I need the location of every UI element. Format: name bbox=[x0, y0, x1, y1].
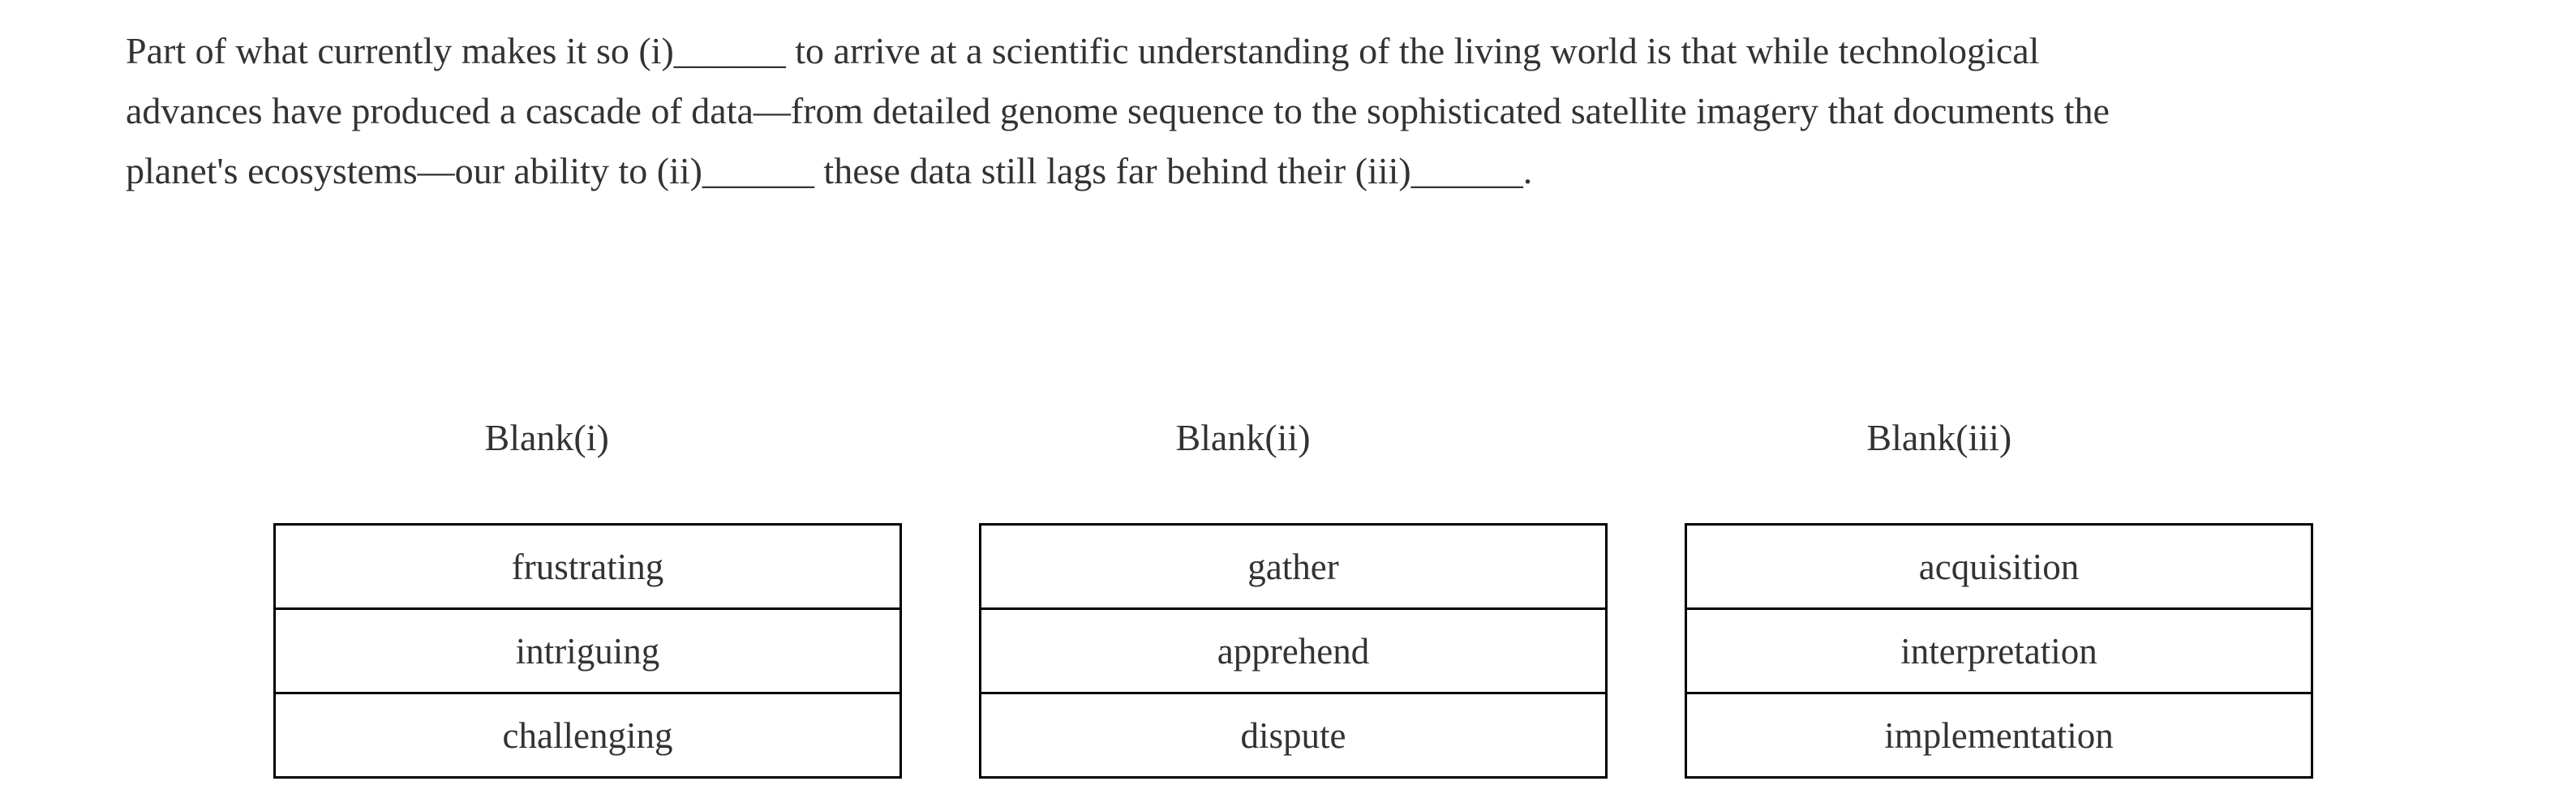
blank-ii-option-3[interactable]: dispute bbox=[979, 692, 1608, 779]
blank-iii-option-1[interactable]: acquisition bbox=[1685, 523, 2313, 610]
blank-iii-option-2[interactable]: interpretation bbox=[1685, 607, 2313, 694]
table-row: apprehend bbox=[979, 607, 1608, 694]
blank-iii-option-3[interactable]: implementation bbox=[1685, 692, 2313, 779]
blank-i-options-table: frustrating intriguing challenging bbox=[273, 523, 902, 779]
table-row: gather bbox=[979, 523, 1608, 610]
blank-i-label: Blank(i) bbox=[484, 417, 609, 458]
table-row: implementation bbox=[1685, 692, 2313, 779]
blank-ii-option-2[interactable]: apprehend bbox=[979, 607, 1608, 694]
table-row: challenging bbox=[273, 692, 902, 779]
blank-i-option-1[interactable]: frustrating bbox=[273, 523, 902, 610]
passage-line-3: planet's ecosystems—our ability to (ii)_… bbox=[126, 150, 1533, 191]
blank-ii-options-table: gather apprehend dispute bbox=[979, 523, 1608, 779]
table-row: acquisition bbox=[1685, 523, 2313, 610]
passage-line-2: advances have produced a cascade of data… bbox=[126, 90, 2110, 131]
table-row: intriguing bbox=[273, 607, 902, 694]
blank-ii-option-1[interactable]: gather bbox=[979, 523, 1608, 610]
blank-i-option-2[interactable]: intriguing bbox=[273, 607, 902, 694]
blank-headers-row: Blank(i) Blank(ii) Blank(iii) bbox=[199, 417, 2287, 460]
blank-ii-label: Blank(ii) bbox=[1175, 417, 1311, 458]
table-row: interpretation bbox=[1685, 607, 2313, 694]
blank-iii-label: Blank(iii) bbox=[1866, 417, 2012, 458]
passage-line-1: Part of what currently makes it so (i)__… bbox=[126, 30, 2040, 71]
blank-iii-options-table: acquisition interpretation implementatio… bbox=[1685, 523, 2313, 779]
blank-i-option-3[interactable]: challenging bbox=[273, 692, 902, 779]
table-row: dispute bbox=[979, 692, 1608, 779]
question-passage: Part of what currently makes it so (i)__… bbox=[126, 21, 2502, 201]
table-row: frustrating bbox=[273, 523, 902, 610]
